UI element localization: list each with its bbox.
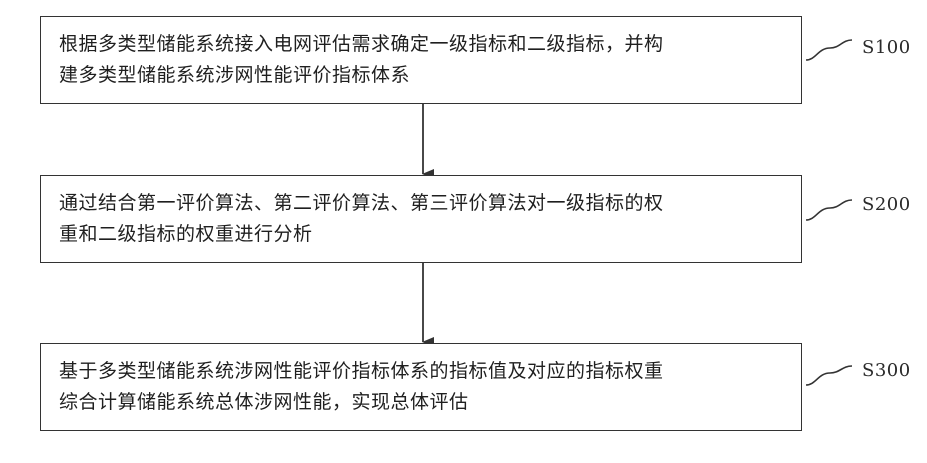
step-text-line: 综合计算储能系统总体涉网性能，实现总体评估 <box>59 387 783 418</box>
step-box-s100: 根据多类型储能系统接入电网评估需求确定一级指标和二级指标，并构 建多类型储能系统… <box>40 16 802 104</box>
step-text-line: 重和二级指标的权重进行分析 <box>59 219 783 250</box>
step-text-s100: 根据多类型储能系统接入电网评估需求确定一级指标和二级指标，并构 建多类型储能系统… <box>59 29 783 91</box>
leader-line-s200 <box>806 200 852 220</box>
step-label-s200: S200 <box>862 194 911 215</box>
step-text-line: 建多类型储能系统涉网性能评价指标体系 <box>59 60 783 91</box>
step-label-s100: S100 <box>862 37 911 58</box>
leader-line-s300 <box>806 366 852 385</box>
step-text-s200: 通过结合第一评价算法、第二评价算法、第三评价算法对一级指标的权 重和二级指标的权… <box>59 188 783 250</box>
step-text-line: 通过结合第一评价算法、第二评价算法、第三评价算法对一级指标的权 <box>59 188 783 219</box>
step-text-s300: 基于多类型储能系统涉网性能评价指标体系的指标值及对应的指标权重 综合计算储能系统… <box>59 356 783 418</box>
step-box-s200: 通过结合第一评价算法、第二评价算法、第三评价算法对一级指标的权 重和二级指标的权… <box>40 175 802 263</box>
step-box-s300: 基于多类型储能系统涉网性能评价指标体系的指标值及对应的指标权重 综合计算储能系统… <box>40 343 802 431</box>
step-label-s300: S300 <box>862 360 911 381</box>
leader-line-s100 <box>806 40 852 60</box>
step-text-line: 根据多类型储能系统接入电网评估需求确定一级指标和二级指标，并构 <box>59 29 783 60</box>
step-text-line: 基于多类型储能系统涉网性能评价指标体系的指标值及对应的指标权重 <box>59 356 783 387</box>
